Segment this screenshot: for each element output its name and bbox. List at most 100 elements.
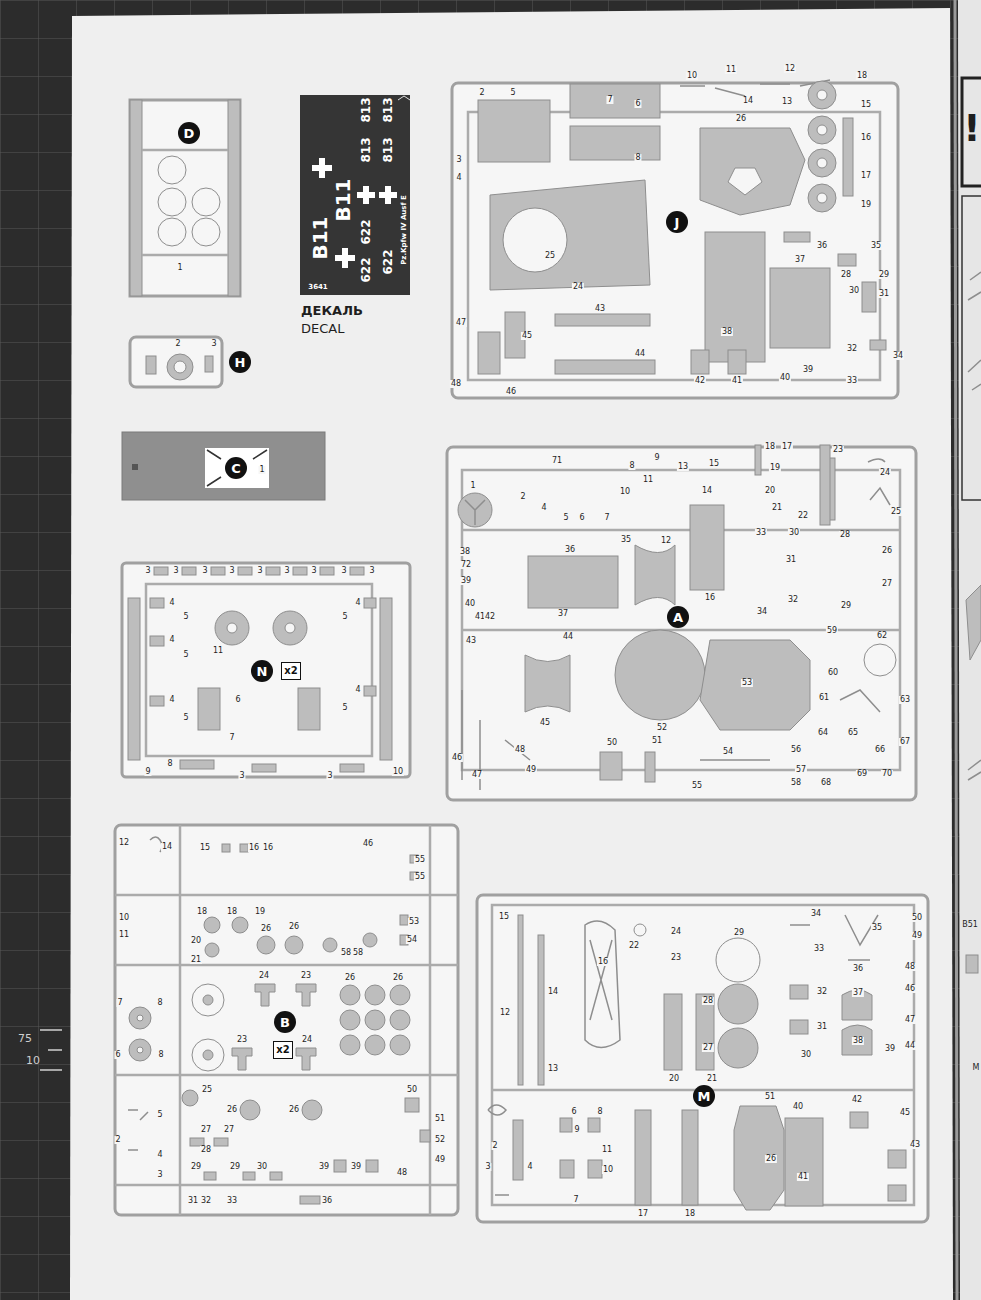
part-number: 26 <box>288 1106 300 1114</box>
part-number: 6 <box>114 1051 121 1059</box>
part-number: 11 <box>212 647 224 655</box>
sprue-m <box>585 921 620 1048</box>
sprue-m <box>842 990 872 1020</box>
sprue-m <box>696 994 714 1070</box>
part-number: 29 <box>878 271 890 279</box>
part-number: 22 <box>628 942 640 950</box>
part-number: 26 <box>344 974 356 982</box>
part-number: 14 <box>701 487 713 495</box>
part-number: 16 <box>860 134 872 142</box>
sprue-m <box>588 1160 602 1178</box>
part-number: 10 <box>686 72 698 80</box>
part-number: 44 <box>904 1042 916 1050</box>
part-number: 13 <box>781 98 793 106</box>
part-number: 8 <box>628 462 635 470</box>
part-number: 16 <box>262 844 274 852</box>
part-number: 24 <box>301 1036 313 1044</box>
sprue-d <box>158 156 186 184</box>
part-number: 4 <box>156 1151 163 1159</box>
part-number: 34 <box>892 352 904 360</box>
part-number: 11 <box>725 66 737 74</box>
sprue-letter-text: D <box>184 127 195 140</box>
part-number: 25 <box>890 508 902 516</box>
sprue-n <box>266 567 280 575</box>
part-number: 26 <box>735 115 747 123</box>
part-number: 35 <box>871 924 883 932</box>
part-number: 5 <box>341 704 348 712</box>
sprue-m <box>790 985 808 999</box>
sprue-m <box>718 984 758 1024</box>
sprue-a <box>600 752 622 780</box>
decal-sheet <box>379 186 397 204</box>
next-page-fragment <box>968 760 981 780</box>
sprue-m <box>560 1160 574 1178</box>
decal-marking: 813 <box>382 97 394 122</box>
part-number: 39 <box>350 1163 362 1171</box>
sprue-c <box>207 450 267 486</box>
sprue-b <box>137 1015 143 1021</box>
sprue-b <box>232 917 248 933</box>
part-number: 63 <box>899 696 911 704</box>
part-number: 45 <box>899 1109 911 1117</box>
sprue-b <box>390 1010 410 1030</box>
part-number: 69 <box>856 770 868 778</box>
part-number: 4 <box>168 599 175 607</box>
part-number: 51 <box>764 1093 776 1101</box>
sprue-m <box>888 1150 906 1168</box>
part-number: 17 <box>637 1210 649 1218</box>
part-number: 3 <box>144 567 151 575</box>
part-number: 3 <box>484 1163 491 1171</box>
part-number: 8 <box>166 760 173 768</box>
part-number: 12 <box>118 839 130 847</box>
sprue-letter-text: A <box>673 611 683 624</box>
sprue-b <box>203 995 213 1005</box>
part-number: 18 <box>226 908 238 916</box>
quantity-text: x2 <box>276 1045 289 1055</box>
sprue-n <box>252 764 276 772</box>
sprue-j <box>817 158 827 168</box>
sprue-m <box>718 1028 758 1068</box>
sprue-j <box>808 116 836 144</box>
part-number: 46 <box>505 388 517 396</box>
part-number: 4 <box>455 174 462 182</box>
part-number: 5 <box>562 514 569 522</box>
sheet-page <box>70 0 981 1300</box>
sprue-n <box>320 567 334 575</box>
part-number: 24 <box>572 283 584 291</box>
sprue-d <box>158 218 186 246</box>
part-number: 48 <box>396 1169 408 1177</box>
ruler-number: 10 <box>25 1055 41 1066</box>
sprue-j <box>452 80 898 398</box>
sprue-j <box>478 332 500 374</box>
sprue-letter: A <box>667 606 689 628</box>
part-number: 2 <box>114 1136 121 1144</box>
sprue-a <box>690 505 724 590</box>
sprue-a <box>447 447 916 800</box>
sprue-n <box>350 567 364 575</box>
part-number: 28 <box>839 531 851 539</box>
part-number: 1 <box>258 466 265 474</box>
sprue-b <box>192 984 224 1016</box>
decal-sheet: B11B118138138138136226226223641Pz.Kpfw I… <box>300 95 410 295</box>
sprue-n <box>128 598 140 760</box>
sprue-n <box>340 764 364 772</box>
sprue-m <box>634 924 646 936</box>
sprue-b <box>365 985 385 1005</box>
sprue-m <box>850 1112 868 1128</box>
part-number: 45 <box>539 719 551 727</box>
sprue-letter: B <box>274 1011 296 1033</box>
part-number: 24 <box>879 469 891 477</box>
sprue-b <box>214 1138 228 1146</box>
sprue-b <box>129 1007 151 1029</box>
part-number: 21 <box>190 956 202 964</box>
part-number: 24 <box>258 972 270 980</box>
part-number: 20 <box>668 1075 680 1083</box>
decal-sheet <box>300 95 410 295</box>
part-number: 31 <box>187 1197 199 1205</box>
part-number: 29 <box>733 929 745 937</box>
part-number: 71 <box>551 457 563 465</box>
sprue-b <box>115 825 458 1215</box>
sprue-d <box>142 149 228 152</box>
sprue-b <box>129 1039 151 1061</box>
sprue-b <box>363 933 377 947</box>
